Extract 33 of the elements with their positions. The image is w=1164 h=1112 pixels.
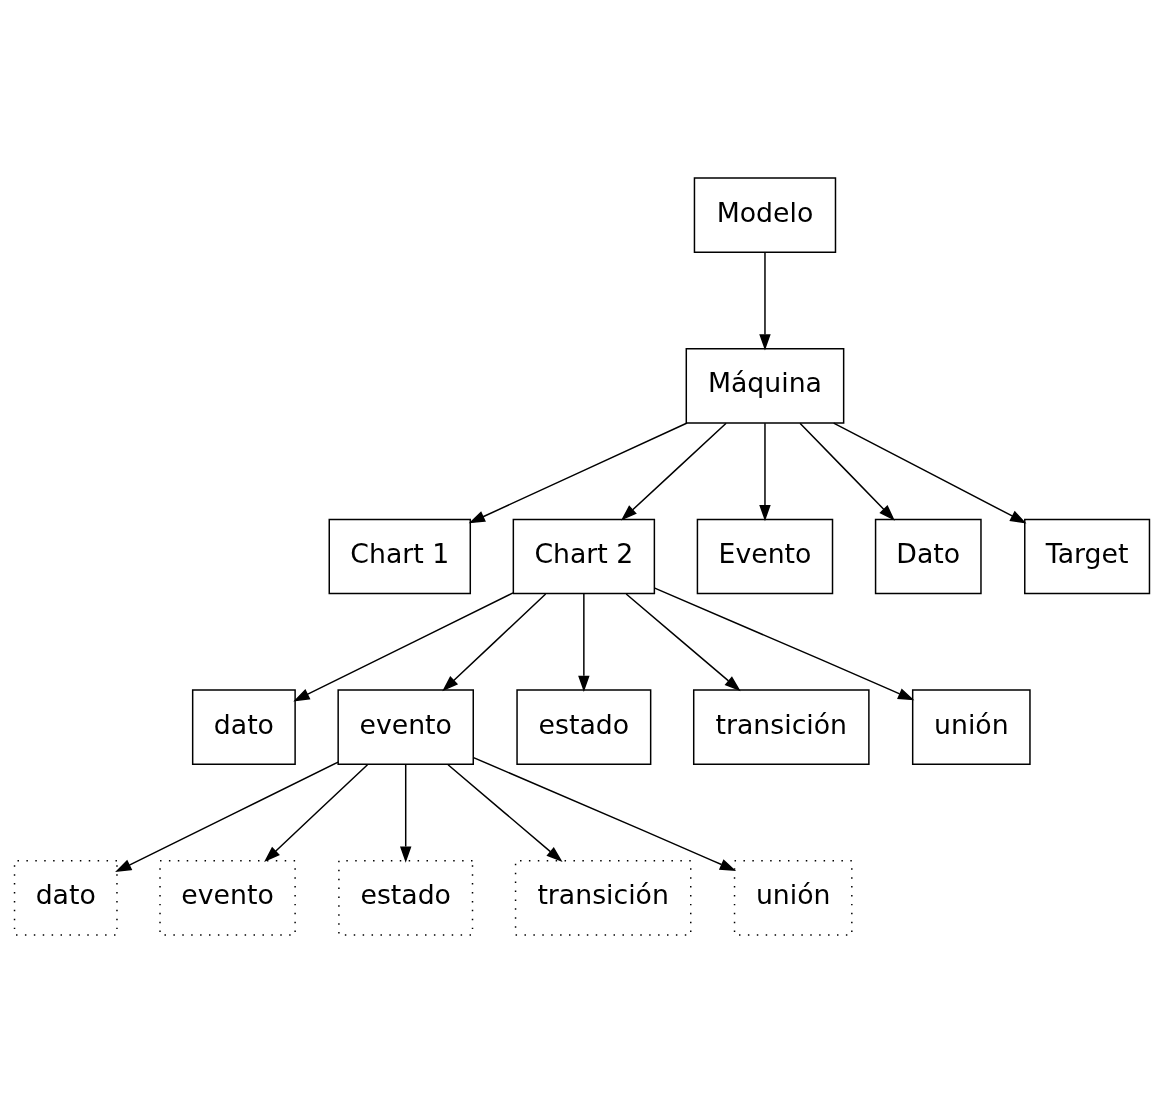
arrow <box>832 421 1027 523</box>
node-box: Chart 1 <box>328 518 472 594</box>
arrow <box>293 591 514 701</box>
arrow <box>578 592 590 692</box>
node-box: Máquina <box>685 347 845 424</box>
arrow <box>654 586 915 700</box>
arrow <box>264 763 369 862</box>
node-box: dato <box>191 688 296 765</box>
arrow <box>759 251 771 351</box>
arrow <box>621 422 727 521</box>
node-box: Modelo <box>693 176 837 253</box>
node-box: Dato <box>874 518 982 594</box>
arrow <box>625 592 741 691</box>
node-box: Evento <box>696 518 834 594</box>
node-box: Target <box>1024 518 1151 594</box>
arrow <box>115 760 339 872</box>
node-box: dato <box>13 859 118 936</box>
arrow <box>799 422 895 521</box>
node-box: Chart 2 <box>512 518 656 594</box>
node-box: estado <box>516 688 652 765</box>
node-box: evento <box>159 859 296 936</box>
arrow <box>400 763 412 863</box>
node-box: evento <box>337 688 474 765</box>
arrow <box>472 756 737 871</box>
arrow <box>442 592 547 691</box>
node-box: estado <box>338 859 474 936</box>
node-box: unión <box>911 688 1031 765</box>
arrow <box>759 422 771 521</box>
arrow <box>468 421 688 523</box>
node-box: transición <box>514 859 692 936</box>
node-box: transición <box>692 688 870 765</box>
node-box: unión <box>733 859 853 936</box>
arrow <box>447 763 563 862</box>
